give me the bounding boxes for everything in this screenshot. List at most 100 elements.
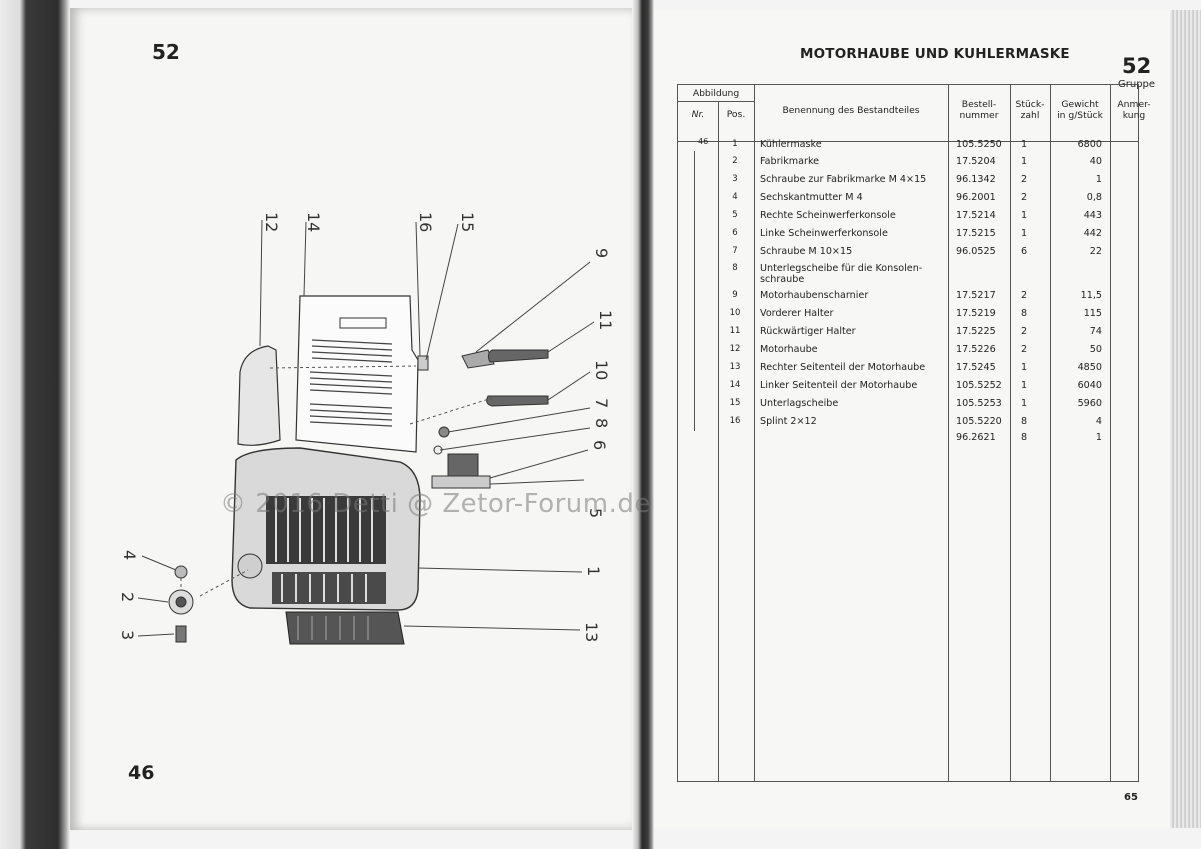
callout-12: 12 [262, 212, 281, 232]
quantity-cell: 1 [1020, 398, 1028, 409]
quantity-cell: 2 [1020, 174, 1028, 185]
order-number-cell: 105.5253 [956, 398, 1002, 409]
col-line [948, 85, 949, 781]
weight-cell: 6040 [1077, 380, 1102, 391]
header-gewicht: Gewicht in g/Stück [1057, 99, 1103, 121]
part-name-cell: Linker Seitenteil der Motorhaube [760, 380, 918, 391]
quantity-cell: 1 [1020, 210, 1028, 221]
header-bestellnummer: Bestell- nummer [959, 99, 999, 121]
order-number-cell: 17.5225 [956, 326, 996, 337]
header-abbildung: Abbildung [692, 88, 740, 99]
order-number-cell: 96.0525 [956, 246, 996, 257]
position-cell: 9 [732, 290, 738, 300]
hood-drawing [237, 345, 281, 446]
order-number-cell: 96.2621 [956, 432, 996, 443]
part-name-cell: Schraube M 10×15 [760, 246, 853, 257]
callout-6: 6 [590, 440, 609, 450]
part-name-cell: Vorderer Halter [760, 308, 834, 319]
position-cell: 3 [732, 174, 738, 184]
header-name: Benennung des Bestandteiles [782, 105, 920, 116]
header-pos: Pos. [726, 109, 746, 120]
weight-cell: 0,8 [1086, 192, 1102, 203]
position-cell: 2 [732, 156, 738, 166]
col-line [1010, 85, 1011, 781]
position-cell: 14 [729, 380, 741, 390]
quantity-cell: 1 [1020, 380, 1028, 391]
order-number-cell: 17.5215 [956, 228, 996, 239]
order-number-cell: 17.5245 [956, 362, 996, 373]
order-number-cell: 96.2001 [956, 192, 996, 203]
part-name-cell: Rechter Seitenteil der Motorhaube [760, 362, 926, 373]
position-cell: 11 [729, 326, 741, 336]
left-page-number: 46 [128, 762, 155, 784]
quantity-cell: 8 [1020, 308, 1028, 319]
callout-11: 11 [596, 310, 615, 330]
quantity-cell: 2 [1020, 326, 1028, 337]
quantity-cell: 1 [1020, 228, 1028, 239]
header-anmerkung: Anmer- kung [1117, 99, 1151, 121]
quantity-cell: 1 [1020, 156, 1028, 167]
page-edges [1170, 10, 1201, 828]
weight-cell: 50 [1089, 344, 1102, 355]
col-line [718, 101, 719, 781]
small-parts-drawing [168, 349, 549, 643]
position-cell: 5 [732, 210, 738, 220]
book-gutter [632, 0, 654, 849]
order-number-cell: 105.5252 [956, 380, 1002, 391]
position-cell: 12 [729, 344, 741, 354]
part-name-cell: Motorhaube [760, 344, 818, 355]
position-cell: 10 [729, 308, 741, 318]
leader-lines [137, 219, 595, 637]
group-number: 52 [1122, 54, 1152, 78]
table-row: 12 Motorhaube 17.5226 2 50 [678, 344, 1138, 362]
callout-5: 5 [586, 508, 605, 518]
position-cell: 15 [729, 398, 741, 408]
right-page-number: 65 [1124, 792, 1138, 803]
order-number-cell: 105.5220 [956, 416, 1002, 427]
weight-cell: 442 [1083, 228, 1102, 239]
position-cell: 7 [732, 246, 738, 256]
part-name-cell: Unterlagscheibe [760, 398, 839, 409]
position-cell: 8 [732, 263, 738, 273]
callout-3: 3 [118, 630, 137, 640]
col-line [1050, 85, 1051, 781]
position-cell: 1 [732, 139, 738, 149]
quantity-cell: 2 [1020, 344, 1028, 355]
weight-cell: 22 [1089, 246, 1102, 257]
callout-10: 10 [592, 360, 611, 380]
callout-1: 1 [584, 566, 603, 576]
weight-cell: 4 [1095, 416, 1102, 427]
position-cell: 4 [732, 192, 738, 202]
callout-14: 14 [304, 212, 323, 232]
callout-16: 16 [416, 212, 435, 232]
quantity-cell: 2 [1020, 192, 1028, 203]
callout-13: 13 [582, 622, 601, 642]
position-cell: 13 [729, 362, 741, 372]
position-cell: 6 [732, 228, 738, 238]
part-name-cell: Kühlermaske [760, 139, 822, 150]
right-page [654, 10, 1170, 828]
header-divider [678, 141, 1138, 142]
quantity-cell: 2 [1020, 290, 1028, 301]
side-panel-drawing [295, 295, 419, 453]
part-name-cell: Rechte Scheinwerferkonsole [760, 210, 896, 221]
order-number-cell: 17.5226 [956, 344, 996, 355]
col-line [1110, 85, 1111, 781]
weight-cell: 74 [1089, 326, 1102, 337]
order-number-cell: 17.5219 [956, 308, 996, 319]
callout-15: 15 [458, 212, 477, 232]
position-cell: 16 [729, 416, 741, 426]
quantity-cell: 8 [1020, 432, 1028, 443]
part-name-cell: Linke Scheinwerferkonsole [760, 228, 888, 239]
weight-cell: 443 [1083, 210, 1102, 221]
